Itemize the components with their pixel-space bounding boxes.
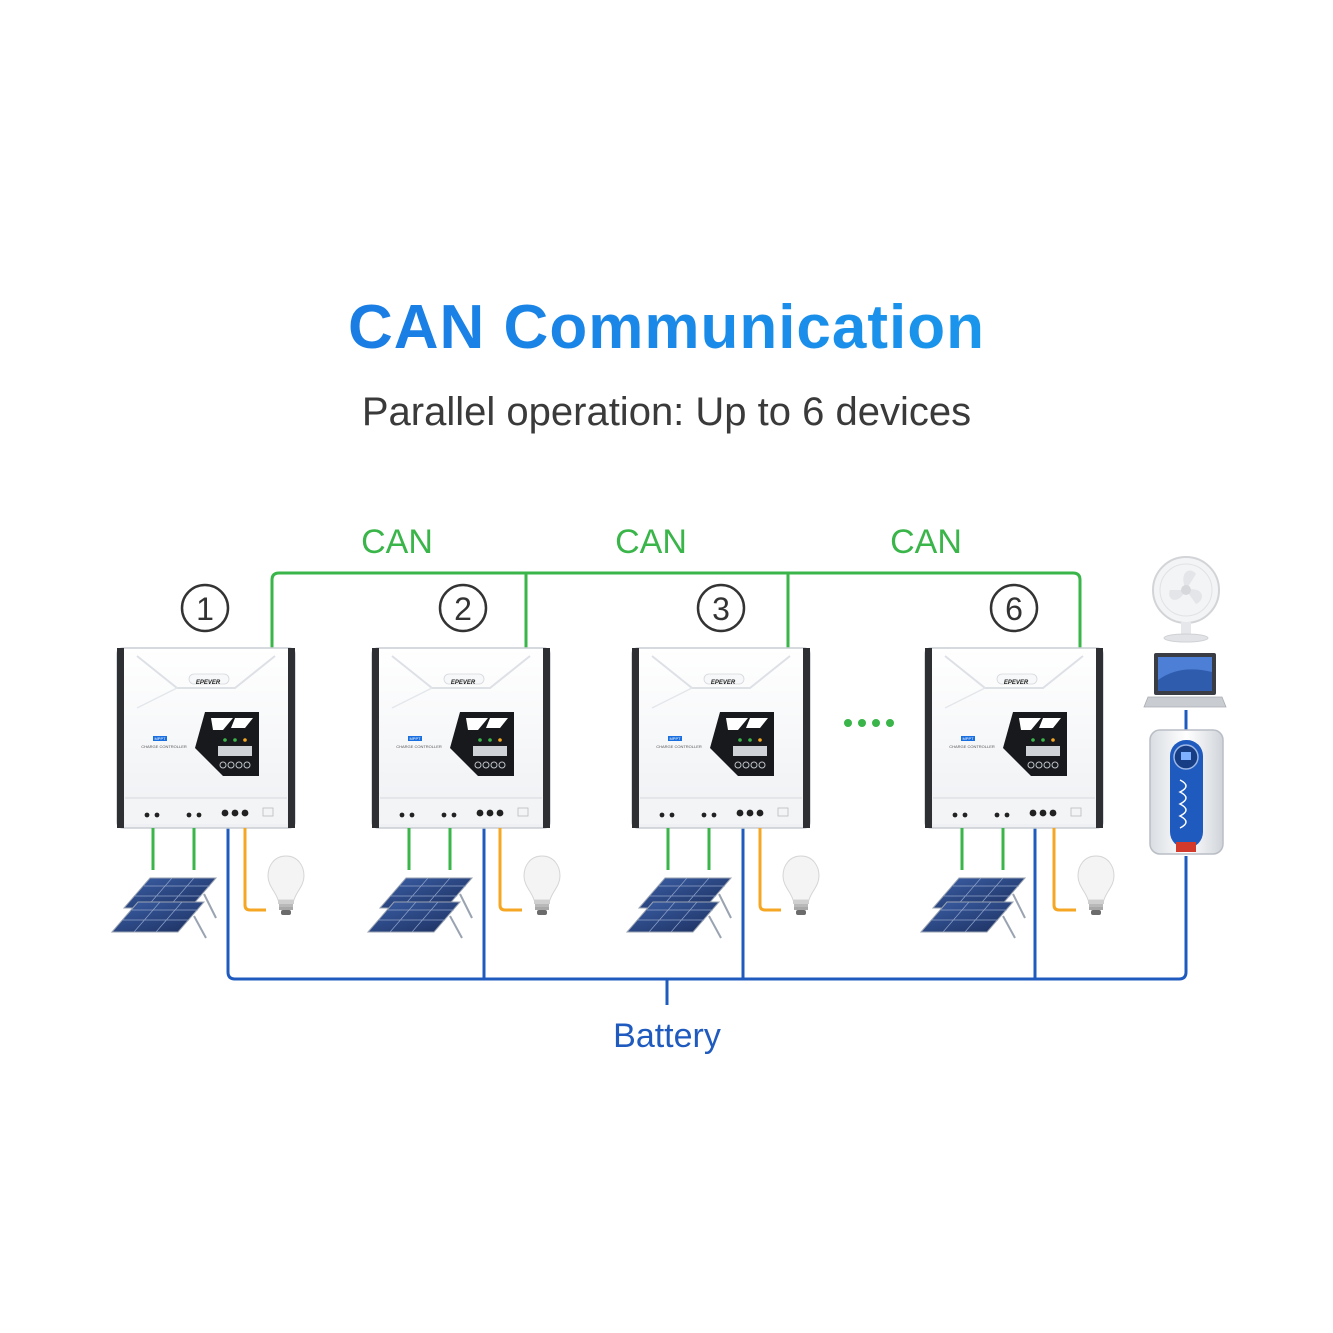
device-number: 1	[196, 591, 214, 627]
ellipsis-dots-icon	[844, 719, 894, 727]
battery-bus	[226, 710, 1188, 1005]
device-number: 6	[1005, 591, 1023, 627]
light-bulb-icon	[1077, 855, 1115, 916]
model-text: CHARGE CONTROLLER	[141, 744, 187, 749]
can-label-3: CAN	[890, 523, 962, 561]
brand-logo: EPEVER	[711, 680, 736, 686]
desk-fan-icon	[1152, 556, 1220, 643]
mppt-badge: MPPT	[154, 736, 166, 741]
charge-controller	[371, 647, 551, 829]
battery-label: Battery	[613, 1017, 721, 1055]
device-number-badge	[989, 583, 1039, 633]
light-bulb-icon	[523, 855, 561, 916]
can-label-2: CAN	[615, 523, 687, 561]
mppt-badge: MPPT	[409, 736, 421, 741]
mppt-badge: MPPT	[669, 736, 681, 741]
device-number: 3	[712, 591, 730, 627]
solar-panel-icon	[367, 877, 473, 939]
can-bus	[270, 571, 1082, 648]
solar-panel-icon	[626, 877, 732, 939]
device-3: 3 EPEVER MPPT CHARGE CONTROLLER	[626, 583, 820, 939]
laptop-icon	[1143, 653, 1227, 708]
light-bulb-icon	[267, 855, 305, 916]
device-number-badge	[696, 583, 746, 633]
can-label-1: CAN	[361, 523, 433, 561]
solar-panel-icon	[111, 877, 217, 939]
model-text: CHARGE CONTROLLER	[656, 744, 702, 749]
device-number-badge	[180, 583, 230, 633]
brand-logo: EPEVER	[1004, 680, 1029, 686]
solar-panel-icon	[920, 877, 1026, 939]
device-6: 6 EPEVER MPPT CHARGE CONTROLLER	[920, 583, 1115, 939]
device-2: 2 EPEVER MPPT CHARGE CONTROLLER	[367, 583, 561, 939]
page-title: CAN Communication	[0, 292, 1333, 363]
charge-controller	[116, 647, 296, 829]
brand-logo: EPEVER	[196, 680, 221, 686]
inverter-icon	[1149, 729, 1224, 855]
device-number: 2	[454, 591, 472, 627]
page-subtitle: Parallel operation: Up to 6 devices	[361, 390, 972, 434]
brand-logo: EPEVER	[451, 680, 476, 686]
light-bulb-icon	[782, 855, 820, 916]
model-text: CHARGE CONTROLLER	[949, 744, 995, 749]
device-1: 1 EPEVER MPPT CHARGE CONTROLLER	[111, 583, 305, 939]
charge-controller	[631, 647, 811, 829]
device-number-badge	[438, 583, 488, 633]
charge-controller	[924, 647, 1104, 829]
model-text: CHARGE CONTROLLER	[396, 744, 442, 749]
mppt-badge: MPPT	[962, 736, 974, 741]
